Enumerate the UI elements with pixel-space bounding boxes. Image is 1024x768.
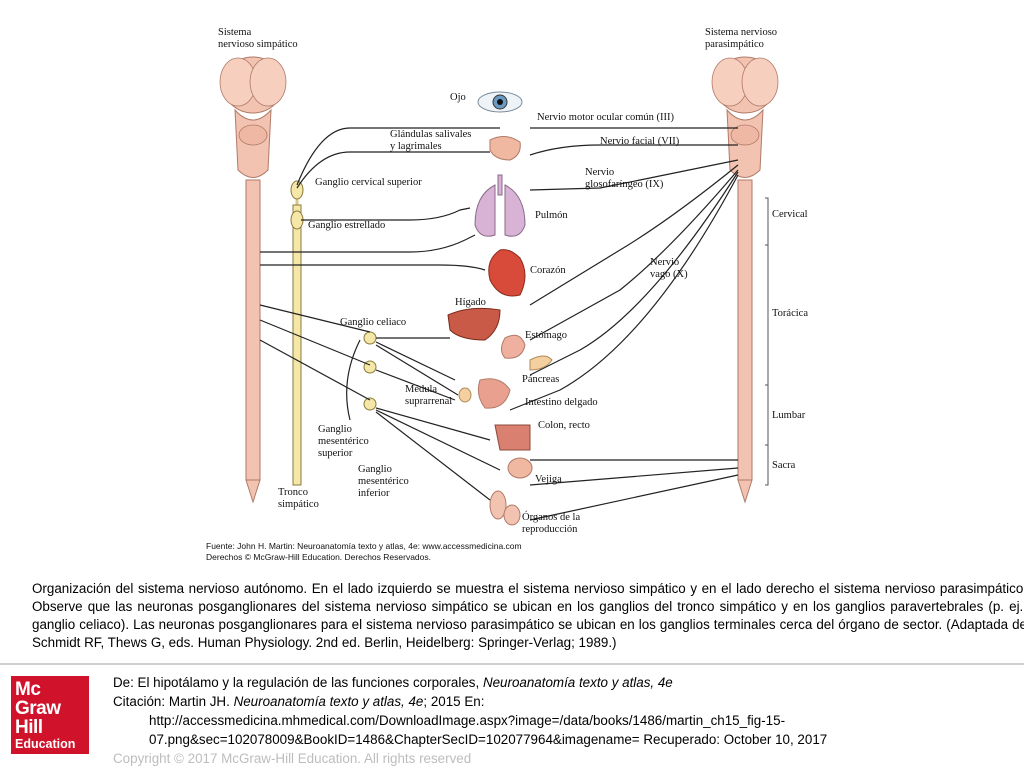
label-sacral-region: Sacra [772,460,796,471]
label-small-intestine: Intestino delgado [525,397,598,408]
figure-caption: Organización del sistema nervioso autóno… [32,580,1024,652]
section-divider [0,663,1024,665]
citation-suffix: ; 2015 En: [423,694,485,709]
label-celiac-ganglion: Ganglio celiaco [340,317,406,328]
label-superior-cervical-ganglion: Ganglio cervical superior [315,177,422,188]
bladder-organ [507,457,533,479]
citation-prefix: Citación: Martin JH [113,694,227,709]
citation-book-title: Neuroanatomía texto y atlas, 4e [233,694,424,709]
heart-organ [488,249,526,297]
label-liver: Hígado [455,297,486,308]
label-lung: Pulmón [535,210,568,221]
citation-dot: . [226,694,234,709]
parasympathetic-nerves [509,127,739,521]
right-brainstem [711,56,779,178]
small-intestine-organ [477,378,511,409]
label-oculomotor-nerve: Nervio motor ocular común (III) [537,112,675,123]
eye-organ [477,91,523,113]
logo-line3: Hill [15,717,43,738]
logo-line4: Education [15,737,76,751]
superior-cervical-ganglion [290,180,304,200]
label-stomach: Estómago [525,330,567,341]
reproductive-organ [489,490,521,526]
source-book-title: Neuroanatomía texto y atlas, 4e [482,675,673,690]
figure-source-line1: Fuente: John H. Martin: Neuroanatomía te… [206,541,522,551]
right-spinal-cord [737,179,753,481]
citation-block: De: El hipotálamo y la regulación de las… [113,673,1013,768]
sympathetic-nerves [259,127,501,501]
citation-url-line1[interactable]: http://accessmedicina.mhmedical.com/Down… [149,713,786,728]
label-lumbar-region: Lumbar [772,410,806,421]
label-thoracic-region: Torácica [772,308,808,319]
citation-line: Citación: Martin JH. Neuroanatomía texto… [113,692,1013,711]
inferior-mesenteric-ganglion [363,397,377,411]
label-bladder: Vejiga [535,474,562,485]
source-prefix: De: El hipotálamo y la regulación de las… [113,675,483,690]
citation-url-line2[interactable]: 07.png&sec=102078009&BookID=1486&Chapter… [149,732,828,747]
label-facial-nerve: Nervio facial (VII) [600,136,680,147]
figure-source-line2: Derechos © McGraw-Hill Education. Derech… [206,552,431,562]
stomach-organ [501,334,526,359]
copyright-notice: Copyright © 2017 McGraw-Hill Education. … [113,751,472,766]
lung-organ [474,174,526,237]
adrenal-organ [458,387,472,403]
pancreas-organ [529,355,553,371]
label-heart: Corazón [530,265,566,276]
mcgraw-hill-education-logo: Mc Graw Hill Education [11,676,89,754]
label-pancreas: Páncreas [522,374,559,385]
label-eye: Ojo [450,92,466,103]
label-colon: Colon, recto [538,420,590,431]
source-chapter-line: De: El hipotálamo y la regulación de las… [113,673,1013,692]
left-spinal-cord [245,179,261,481]
liver-organ [447,307,501,341]
sympathetic-trunk [292,195,302,486]
spinal-region-brackets [765,197,769,486]
label-cervical-region: Cervical [772,209,808,220]
logo-line2: Graw [15,698,61,719]
left-brainstem [219,56,287,178]
caption-text: Organización del sistema nervioso autóno… [32,581,1024,650]
label-stellate-ganglion: Ganglio estrellado [308,220,385,231]
colon-organ [494,424,531,451]
salivary-gland-organ [489,136,521,161]
logo-line1: Mc [15,679,41,700]
celiac-ganglion [363,331,377,345]
